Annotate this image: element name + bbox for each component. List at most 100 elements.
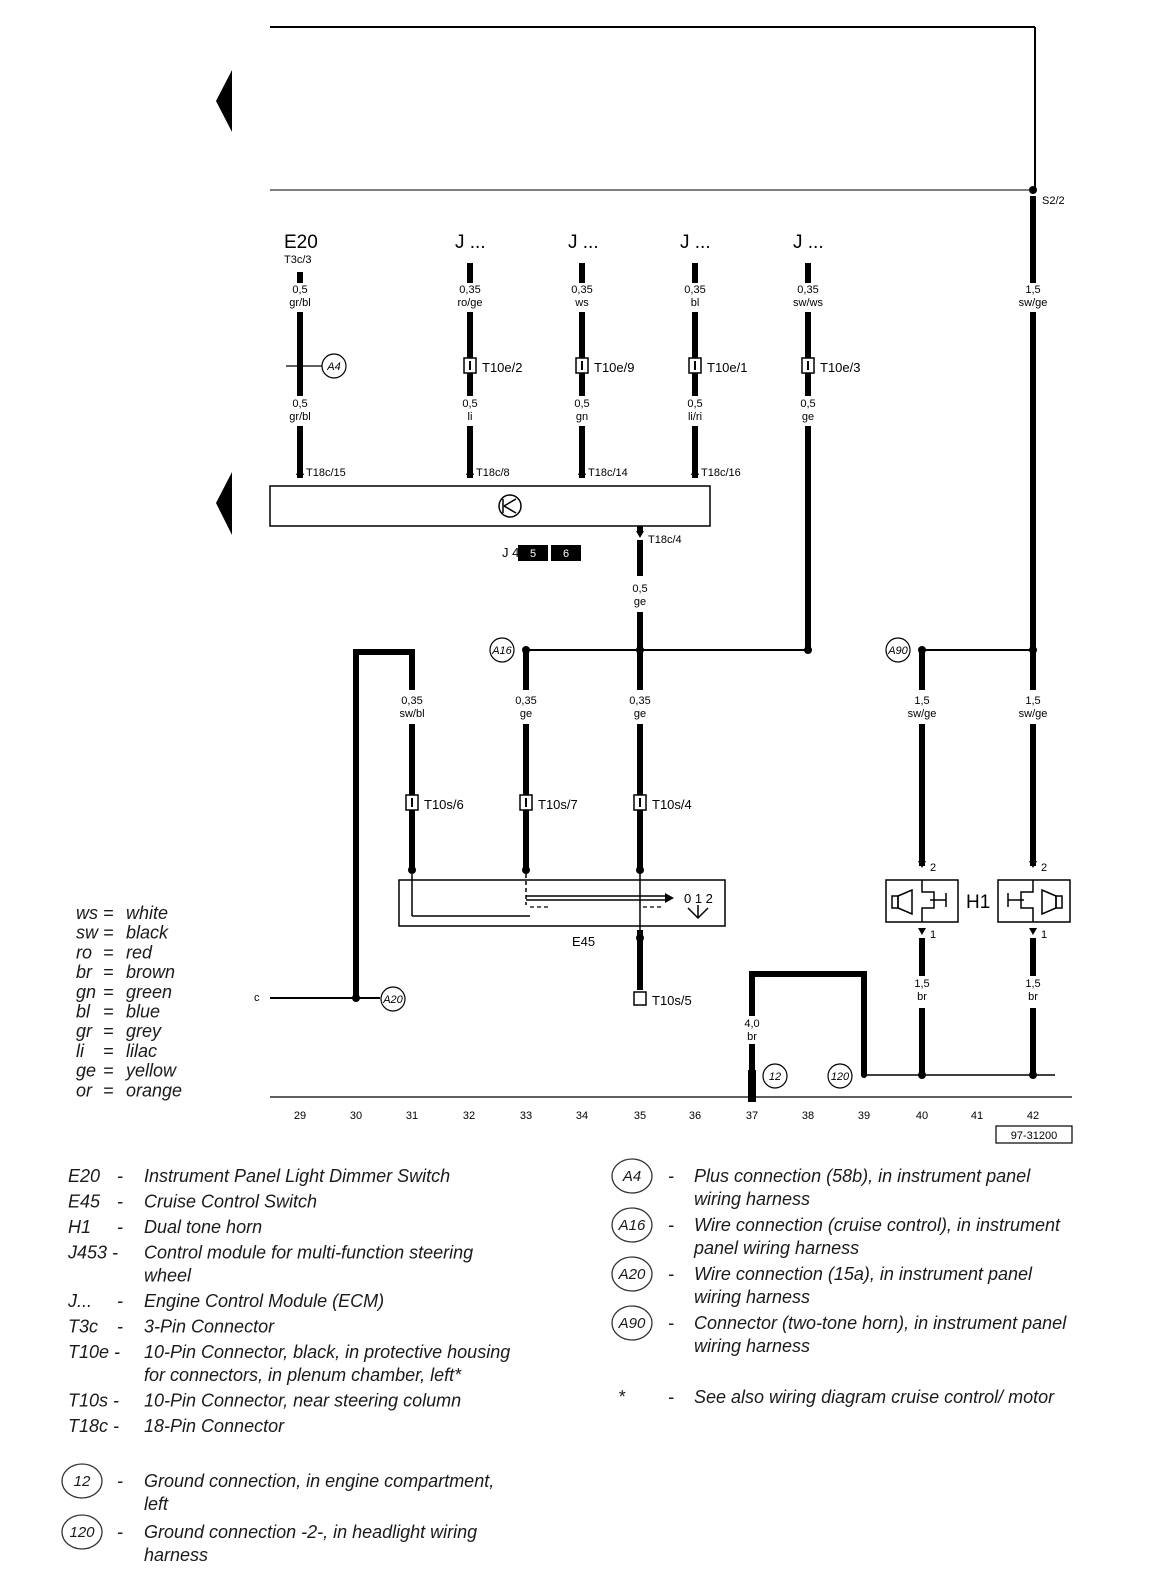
legend-symbol — [611, 1305, 653, 1341]
track-number: 33 — [520, 1110, 532, 1122]
t18c-4-label: T18c/4 — [648, 534, 682, 546]
ground-12-label: 12 — [769, 1071, 781, 1083]
legend-description: Plus connection (58b), in instrument pan… — [694, 1166, 1031, 1186]
pin-42-bot: 1 — [1041, 929, 1047, 941]
color-key-equals: = — [103, 962, 114, 982]
j453-output: T18c/4 0,5 ge — [632, 526, 682, 690]
connector-icon — [519, 794, 533, 811]
gauge-e20-top: 0,5 — [292, 284, 307, 296]
color-key-equals: = — [103, 1080, 114, 1100]
e45-lower-wire: T10s/5 — [633, 930, 692, 1008]
color-j4-bot: ge — [802, 411, 814, 423]
horn-icon — [891, 880, 947, 922]
track-number: 36 — [689, 1110, 701, 1122]
diagram-frame — [270, 26, 1072, 1098]
legend-code: A90 — [618, 1315, 646, 1332]
ground-120-label: 120 — [831, 1071, 850, 1083]
h1-label: H1 — [966, 892, 990, 913]
legend-description: left — [144, 1494, 169, 1514]
color-j3-top: bl — [691, 297, 700, 309]
s2-2-label: S2/2 — [1042, 195, 1065, 207]
legend-description: 3-Pin Connector — [144, 1317, 275, 1337]
color-key-code: gr — [76, 1021, 93, 1041]
gauge-j4-bot: 0,5 — [800, 398, 815, 410]
color-w37: br — [747, 1031, 757, 1043]
legend-code: A4 — [622, 1168, 641, 1185]
connector-icon — [575, 357, 589, 374]
connector-icon — [801, 357, 815, 374]
connector-icon — [688, 357, 702, 374]
gauge-j3-top: 0,35 — [684, 284, 705, 296]
legend-code: 120 — [69, 1524, 95, 1541]
color-j2-bot: gn — [576, 411, 588, 423]
j453-ref-5[interactable]: 5 — [530, 548, 536, 560]
ref-box — [995, 1125, 1073, 1144]
legend-code: E45 — [68, 1192, 101, 1212]
t10e-9-label: T10e/9 — [594, 360, 634, 375]
color-key-name: green — [126, 982, 172, 1002]
legend-dash: - — [668, 1313, 674, 1333]
track-number: 41 — [971, 1110, 983, 1122]
legend-description: Ground connection, in engine compartment… — [144, 1471, 494, 1491]
color-w31: sw/bl — [399, 708, 424, 720]
track-number: 30 — [350, 1110, 362, 1122]
footnote-mark: * — [618, 1387, 626, 1407]
legend-code: A20 — [618, 1266, 646, 1283]
color-key-code: or — [76, 1080, 93, 1100]
legend-description: 10-Pin Connector, black, in protective h… — [144, 1342, 510, 1362]
gauge-w31: 0,35 — [401, 695, 422, 707]
legend-description: Ground connection -2-, in headlight wiri… — [144, 1522, 477, 1542]
legend-code: J453 - — [67, 1243, 118, 1263]
track-number: 37 — [746, 1110, 758, 1122]
t18c-14-label: T18c/14 — [588, 467, 628, 479]
t18c-15-label: T18c/15 — [306, 467, 346, 479]
color-key-equals: = — [103, 903, 114, 923]
chevron-down-icon — [687, 905, 709, 920]
footnote-text: See also wiring diagram cruise control/ … — [694, 1387, 1055, 1407]
track-number: 32 — [463, 1110, 475, 1122]
legend-dash: - — [117, 1217, 123, 1237]
legend-description: Control module for multi-function steeri… — [144, 1243, 473, 1263]
legend-symbol — [611, 1207, 653, 1243]
color-key-code: bl — [76, 1002, 91, 1022]
t10s-5-label: T10s/5 — [652, 993, 692, 1008]
legend-dash: - — [668, 1215, 674, 1235]
c-label: c — [254, 992, 260, 1004]
page-arrow-top[interactable] — [216, 70, 232, 132]
color-key-name: orange — [126, 1080, 182, 1100]
legend-code: 12 — [74, 1473, 91, 1490]
color-key-code: ws — [76, 903, 98, 923]
legend-ground: 12-Ground connection, in engine compartm… — [61, 1463, 494, 1565]
color-w42-top: sw/ge — [1019, 708, 1048, 720]
color-key-equals: = — [103, 1061, 114, 1081]
h1-horn-right[interactable]: 2 1 — [997, 861, 1071, 941]
color-key-name: brown — [126, 962, 175, 982]
footnote-dash: - — [668, 1387, 674, 1407]
legend-description: wheel — [144, 1266, 192, 1286]
t18c-pins: T18c/15 T18c/8 T18c/14 T18c/16 — [296, 466, 741, 479]
pin-40-bot: 1 — [930, 929, 936, 941]
legend-code: T18c - — [68, 1416, 119, 1436]
t3c-label: T3c/3 — [284, 254, 312, 266]
t10s-4-label: T10s/4 — [652, 797, 692, 812]
legend-code: A16 — [618, 1217, 646, 1234]
legend-symbol — [611, 1158, 653, 1194]
j453-ref-6[interactable]: 6 — [563, 548, 569, 560]
e45-switch[interactable]: 0 1 2 — [398, 874, 726, 930]
legend-description: Dual tone horn — [144, 1217, 262, 1237]
t10e-2-label: T10e/2 — [482, 360, 522, 375]
h1-horn-left[interactable]: 2 1 — [885, 861, 959, 941]
color-key-code: br — [76, 962, 93, 982]
t10s-7-label: T10s/7 — [538, 797, 578, 812]
gauge-j1-top: 0,35 — [459, 284, 480, 296]
j-label-1: J ... — [455, 232, 486, 253]
page-arrow-mid[interactable] — [216, 472, 232, 535]
j453-module[interactable] — [269, 485, 711, 527]
component-labels: E20 T3c/3 J ... J ... J ... J ... — [284, 232, 824, 266]
gauge-w35: 0,35 — [629, 695, 650, 707]
legend-dash: - — [117, 1192, 123, 1212]
color-w35: ge — [634, 708, 646, 720]
gauge-w37: 4,0 — [744, 1018, 759, 1030]
legend-dash: - — [117, 1291, 123, 1311]
